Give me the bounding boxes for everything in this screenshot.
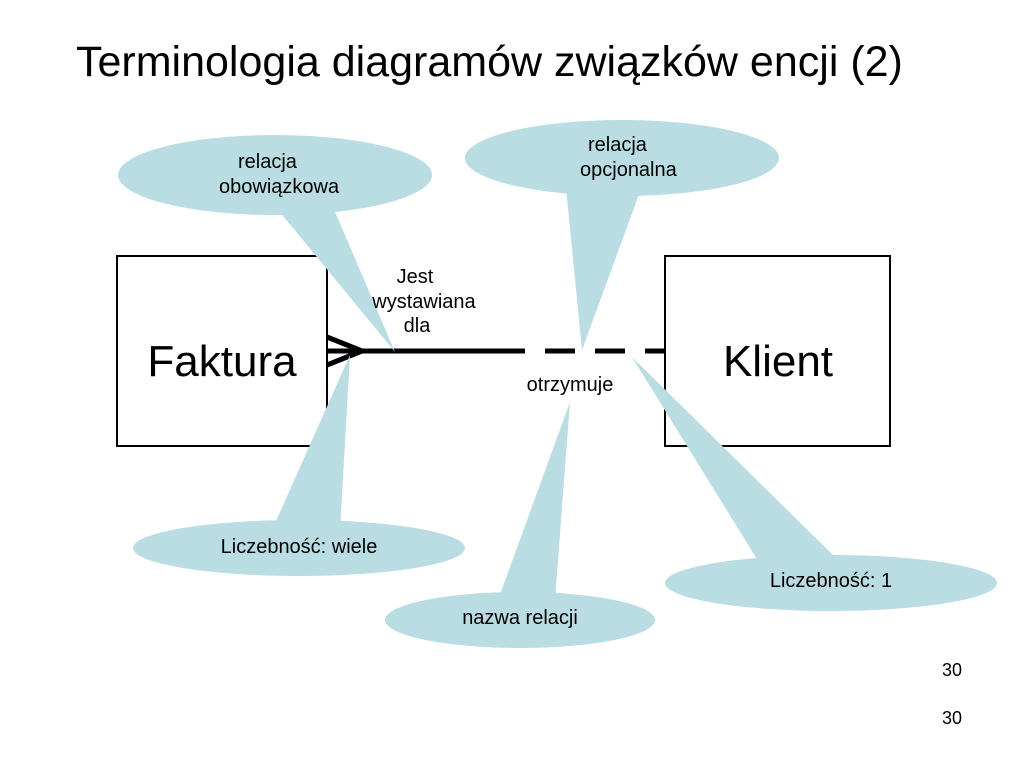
callout-mandatory: relacja obowiązkowa xyxy=(118,135,432,352)
relationship-name-right: otrzymuje xyxy=(527,374,614,396)
callout-optional-line2: opcjonalna xyxy=(580,159,678,181)
slide-title: Terminologia diagramów związków encji (2… xyxy=(76,38,903,86)
callout-optional-line1: relacja xyxy=(588,134,648,156)
callout-optional: relacja opcjonalna xyxy=(465,120,779,350)
callout-cardinality-one-text: Liczebność: 1 xyxy=(770,570,892,592)
callout-cardinality-one: Liczebność: 1 xyxy=(632,357,997,611)
relationship-name-left-line2: wystawiana xyxy=(371,291,476,313)
entity-label-klient: Klient xyxy=(723,337,833,386)
crows-foot-icon xyxy=(326,334,363,368)
callout-mandatory-line2: obowiązkowa xyxy=(219,176,340,198)
callout-relation-name-text: nazwa relacji xyxy=(462,607,578,629)
callout-relation-name: nazwa relacji xyxy=(385,402,655,648)
callout-cardinality-many-text: Liczebność: wiele xyxy=(221,536,378,558)
page-number-footer: 30 xyxy=(942,708,962,728)
callout-cardinality-many: Liczebność: wiele xyxy=(133,355,465,576)
entity-box-faktura[interactable] xyxy=(116,255,328,447)
entity-box-klient[interactable] xyxy=(664,255,891,447)
relationship-name-left-line1: Jest xyxy=(397,266,434,288)
callout-mandatory-line1: relacja xyxy=(238,151,298,173)
entity-label-faktura: Faktura xyxy=(147,337,297,386)
relationship-name-left-line3: dla xyxy=(404,315,432,337)
page-number: 30 xyxy=(942,660,962,680)
